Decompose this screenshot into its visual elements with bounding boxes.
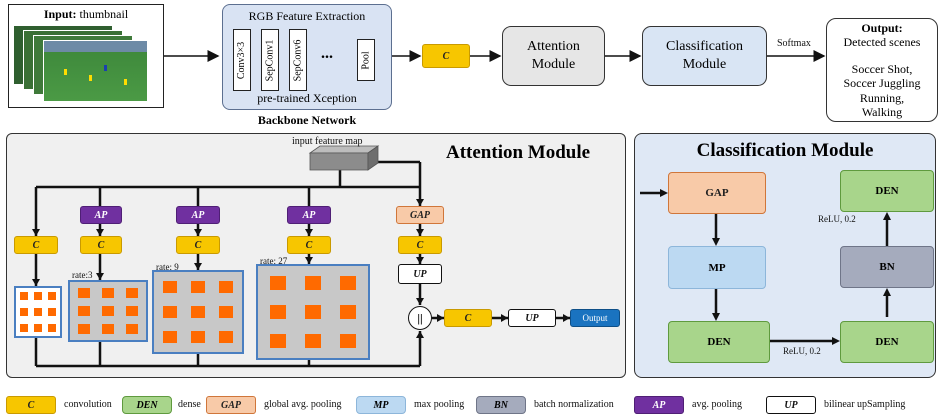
conv-grid-plain	[14, 286, 62, 338]
rate-label-2: rate: 9	[156, 262, 179, 272]
legend-c-text: convolution	[64, 399, 112, 410]
class-den-block-1: DEN	[668, 321, 770, 363]
class-gap-block: GAP	[668, 172, 766, 214]
classification-title: Classification Module	[696, 140, 874, 161]
backbone-sub: pre-trained Xception	[257, 91, 357, 105]
ap-chip-1: AP	[80, 206, 122, 224]
rate-label-3: rate: 27	[260, 256, 288, 266]
class-bn-block: BN	[840, 246, 934, 288]
dilated-grid-rate-3	[68, 280, 148, 342]
input-feature-map-label: input feature map	[292, 136, 363, 147]
attention-title: Attention Module	[446, 142, 591, 163]
rate-label-1: rate:3	[72, 270, 93, 280]
legend-den-text: dense	[178, 399, 201, 410]
c-chip-final: C	[444, 309, 492, 327]
top-conv-chip: C	[422, 44, 470, 68]
ellipsis: ...	[321, 45, 333, 62]
input-panel: Input: thumbnail	[8, 4, 164, 108]
input-label: Input: thumbnail	[43, 7, 129, 21]
backbone-caption: Backbone Network	[257, 113, 357, 127]
backbone-box: RGB Feature Extraction Conv3×3 SepConv1 …	[222, 4, 392, 110]
output-title: Output:	[861, 21, 903, 35]
c-chip-4: C	[287, 236, 331, 254]
ap-chip-3: AP	[287, 206, 331, 224]
output-scenes: Soccer Shot, Soccer Juggling Running, Wa…	[843, 61, 921, 119]
ap-chip-2: AP	[176, 206, 220, 224]
class-mp-block: MP	[668, 246, 766, 289]
output-sub: Detected scenes	[843, 35, 921, 50]
layer-sepconv1: SepConv1	[261, 29, 279, 91]
feature-map-cube	[308, 145, 380, 171]
classification-box: Classification Module	[642, 26, 767, 86]
top-arrows	[164, 50, 826, 62]
legend-den-chip: DEN	[122, 396, 172, 414]
concat-node: ||	[408, 306, 432, 330]
backbone-title: RGB Feature Extraction	[248, 9, 366, 23]
legend-bn-chip: BN	[476, 396, 526, 414]
up-chip-1: UP	[398, 264, 442, 284]
legend-ap-chip: AP	[634, 396, 684, 414]
gap-chip: GAP	[396, 206, 444, 224]
dilated-grid-rate-27	[256, 264, 370, 360]
relu-label-2: ReLU, 0.2	[818, 214, 856, 224]
legend-mp-text: max pooling	[414, 399, 465, 410]
attention-box: Attention Module	[502, 26, 605, 86]
class-den-block-3: DEN	[840, 170, 934, 212]
relu-label-1: ReLU, 0.2	[783, 346, 821, 356]
layer-pool: Pool	[357, 39, 375, 81]
legend-up-text: bilinear upSampling	[824, 399, 906, 410]
legend-up-chip: UP	[766, 396, 816, 414]
c-chip-3: C	[176, 236, 220, 254]
output-chip: Output	[570, 309, 620, 327]
c-chip-1: C	[14, 236, 58, 254]
c-chip-5: C	[398, 236, 442, 254]
legend-gap-text: global avg. pooling	[264, 399, 342, 410]
legend-c-chip: C	[6, 396, 56, 414]
class-den-block-2: DEN	[840, 321, 934, 363]
c-chip-2: C	[80, 236, 122, 254]
layer-conv: Conv3×3	[233, 29, 251, 91]
thumbnail-stack	[13, 25, 163, 107]
up-chip-final: UP	[508, 309, 556, 327]
legend-ap-text: avg. pooling	[692, 399, 742, 410]
legend-bn-text: batch normalization	[534, 399, 614, 410]
layer-sepconv6: SepConv6	[289, 29, 307, 91]
softmax-label: Softmax	[777, 38, 811, 49]
legend-mp-chip: MP	[356, 396, 406, 414]
dilated-grid-rate-9	[152, 270, 244, 354]
output-box: Output: Detected scenes Soccer Shot, Soc…	[826, 18, 938, 122]
legend-gap-chip: GAP	[206, 396, 256, 414]
